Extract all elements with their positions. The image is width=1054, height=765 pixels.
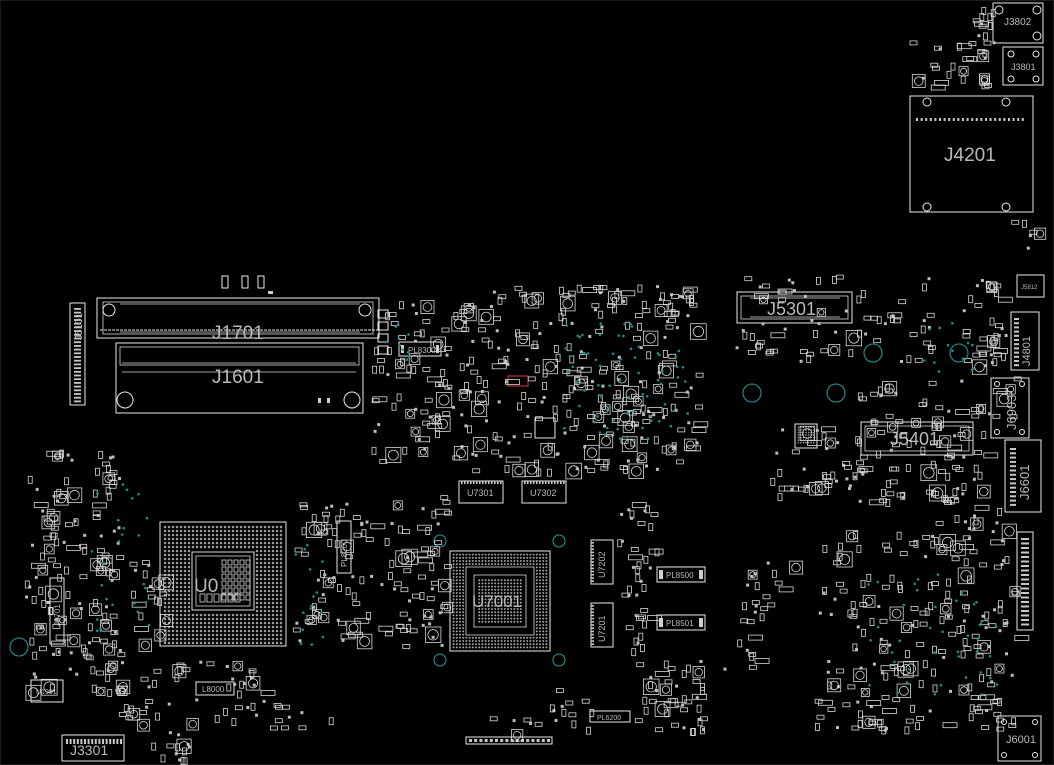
connector-right-vertical[interactable] bbox=[1016, 531, 1034, 631]
label-pl6200: PL6200 bbox=[597, 715, 621, 722]
connector-j3802[interactable]: J3802 bbox=[992, 2, 1044, 44]
connector-j5101[interactable]: J5101 bbox=[69, 302, 86, 406]
mounting-holes bbox=[9, 343, 969, 657]
label-j6903: J6903 bbox=[1004, 395, 1019, 430]
connector-j3301[interactable]: J3301 bbox=[61, 734, 125, 762]
connector-j6903[interactable]: J6903 bbox=[990, 377, 1030, 439]
connector-j4201[interactable]: J4201 bbox=[909, 95, 1034, 213]
label-u1901: U1901 bbox=[36, 689, 57, 696]
inductor-pl8501[interactable]: PL8501 bbox=[656, 614, 706, 631]
chip-u7202[interactable]: U7202 bbox=[590, 539, 614, 585]
connector-j5301[interactable]: J5301 bbox=[736, 291, 853, 324]
gpu-u7001[interactable]: U7001 bbox=[433, 534, 566, 667]
memory-slot-j1601[interactable]: J1601 bbox=[115, 342, 364, 414]
chip-u7301[interactable]: U7301 bbox=[458, 480, 504, 504]
chip-u1901[interactable]: U1901 bbox=[30, 679, 64, 703]
label-j3301: J3301 bbox=[70, 742, 108, 758]
label-j5101: J5101 bbox=[74, 312, 85, 340]
label-j4801: J4801 bbox=[1021, 336, 1033, 366]
connector-j3801[interactable]: J3801 bbox=[1002, 46, 1044, 86]
label-j3801: J3801 bbox=[1011, 62, 1036, 72]
connector-j0701[interactable]: J0701 bbox=[49, 577, 65, 645]
label-j1701: J1701 bbox=[212, 323, 264, 344]
vias bbox=[90, 322, 999, 696]
connector-j6001[interactable]: J6001 bbox=[997, 715, 1042, 762]
memory-slot-pads bbox=[221, 275, 389, 403]
chip-u7201[interactable]: U7201 bbox=[590, 602, 614, 648]
connector-j6601[interactable]: J6601 bbox=[1004, 439, 1042, 513]
label-j6601: J6601 bbox=[1017, 465, 1032, 500]
label-u7202: U7202 bbox=[597, 551, 607, 578]
inductor-l8000[interactable]: L8000 bbox=[195, 681, 235, 696]
label-j5301: J5301 bbox=[767, 299, 816, 319]
label-l8000: L8000 bbox=[202, 685, 225, 694]
header-bottom-center[interactable] bbox=[465, 736, 553, 745]
memory-slot-j1701[interactable]: J1701 bbox=[96, 297, 380, 344]
label-j0701: J0701 bbox=[53, 604, 62, 626]
label-pl8500: PL8500 bbox=[666, 571, 694, 580]
label-j5812: J5812 bbox=[1021, 285, 1038, 291]
label-j4201: J4201 bbox=[944, 145, 996, 166]
inductor-pl8500[interactable]: PL8500 bbox=[656, 566, 706, 583]
label-pl8300: PL8300 bbox=[408, 346, 436, 355]
cpu-u0[interactable]: U0 bbox=[159, 521, 287, 647]
label-u7301: U7301 bbox=[467, 488, 494, 498]
label-pl8501: PL8501 bbox=[666, 619, 694, 628]
smd-components bbox=[24, 7, 1047, 765]
label-u7302: U7302 bbox=[530, 488, 557, 498]
label-u7201: U7201 bbox=[597, 615, 607, 642]
label-j1601: J1601 bbox=[212, 367, 264, 388]
connector-j5812[interactable]: J5812 bbox=[1016, 274, 1045, 298]
label-u0: U0 bbox=[194, 576, 218, 597]
label-j3802: J3802 bbox=[1004, 17, 1032, 28]
connector-j4801[interactable]: J4801 bbox=[1010, 311, 1040, 371]
chip-center-bga[interactable] bbox=[534, 417, 818, 449]
label-u7001: U7001 bbox=[472, 592, 522, 611]
chip-u7302[interactable]: U7302 bbox=[521, 480, 567, 504]
label-j6001: J6001 bbox=[1006, 734, 1036, 746]
